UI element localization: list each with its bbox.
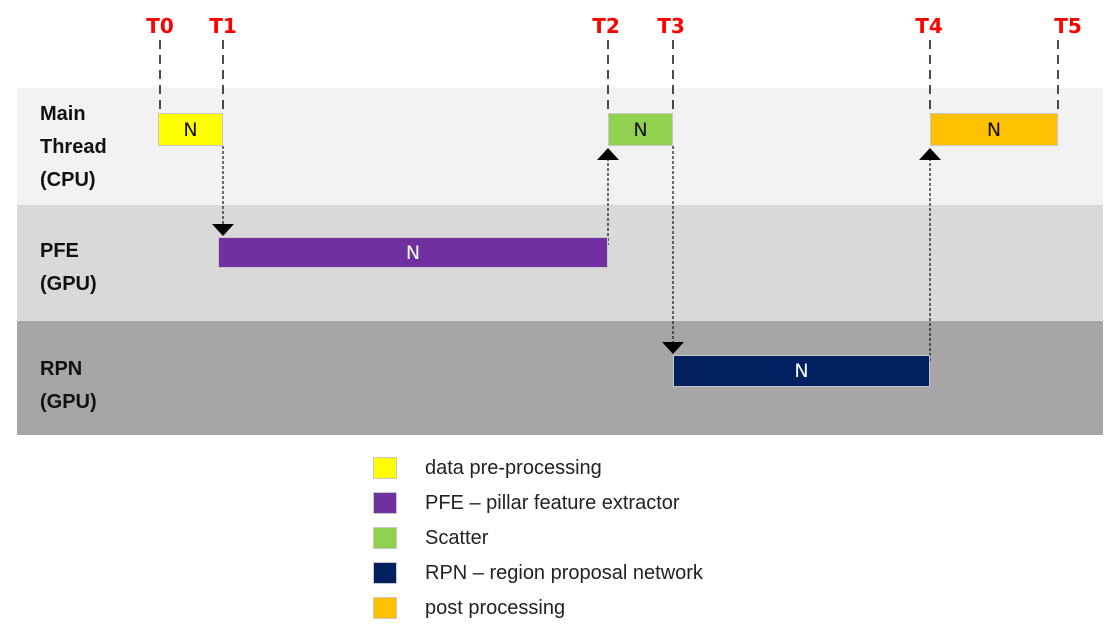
time-marker-t3: T3 — [657, 14, 685, 38]
time-marker-t4: T4 — [915, 14, 943, 38]
legend-label: Scatter — [425, 527, 489, 549]
task-label: N — [183, 118, 198, 141]
arrow-up-t2 — [597, 148, 619, 160]
legend-label: post processing — [425, 597, 566, 619]
arrow-up-t4 — [919, 148, 941, 160]
task-scatter: N — [608, 113, 673, 146]
task-post-processing: N — [930, 113, 1058, 146]
lane-main-thread: Main Thread (CPU) — [17, 88, 1103, 205]
lane-label-main-thread: Main Thread (CPU) — [40, 103, 107, 191]
task-label: N — [405, 241, 421, 264]
legend-label: RPN – region proposal network — [425, 562, 703, 584]
time-marker-t2: T2 — [592, 14, 620, 38]
legend-label: PFE – pillar feature extractor — [425, 492, 680, 514]
task-label: N — [986, 118, 1002, 141]
legend-swatch — [373, 562, 397, 584]
arrow-down-t1 — [212, 224, 234, 236]
time-marker-t1: T1 — [209, 14, 237, 38]
arrow-down-t3 — [662, 342, 684, 354]
legend-swatch — [373, 492, 397, 514]
task-data-pre-processing: N — [158, 113, 223, 146]
lane-label-pfe: PFE (GPU) — [40, 240, 97, 295]
task-label: N — [633, 118, 648, 141]
task-pfe: N — [218, 237, 608, 268]
legend-label: data pre-processing — [425, 457, 602, 479]
legend-swatch — [373, 527, 397, 549]
task-label: N — [794, 360, 809, 382]
legend-swatch — [373, 457, 397, 479]
task-rpn: N — [673, 355, 930, 387]
lane-label-rpn: RPN (GPU) — [40, 358, 97, 413]
time-marker-t0: T0 — [146, 14, 174, 38]
time-marker-t5: T5 — [1054, 14, 1082, 38]
legend-swatch — [373, 597, 397, 619]
